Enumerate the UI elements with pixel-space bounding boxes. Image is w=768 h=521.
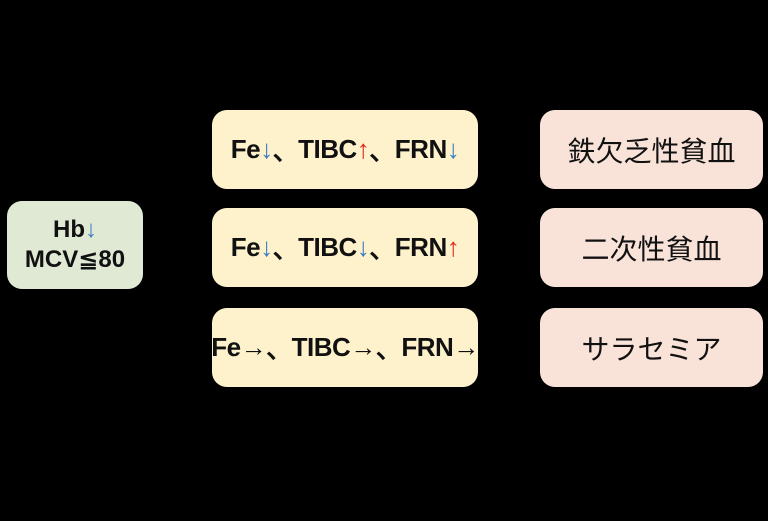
lab-node-3: Fe→、TIBC→、FRN→ <box>211 308 479 387</box>
arrow-down-icon: ↓ <box>260 134 273 164</box>
lab-label: TIBC <box>298 232 357 262</box>
lab-node-2: Fe↓、TIBC↓、FRN↑ <box>212 208 478 287</box>
arrow-down-icon: ↓ <box>85 216 97 243</box>
lab-label: TIBC <box>291 332 351 362</box>
diagnosis-label: サラセミア <box>581 333 722 365</box>
lab-label: Fe <box>211 332 241 362</box>
lab-label: FRN <box>394 232 447 262</box>
cjk-comma: 、 <box>266 334 292 364</box>
cjk-comma: 、 <box>272 136 299 166</box>
arrow-up-icon: ↑ <box>356 134 370 164</box>
cjk-comma: 、 <box>272 234 299 264</box>
cjk-comma: 、 <box>369 136 395 166</box>
start-node-line1: Hb↓ <box>53 215 97 245</box>
lab-label: FRN <box>394 134 447 164</box>
arrow-down-icon: ↓ <box>356 232 370 262</box>
lab-node-1: Fe↓、TIBC↑、FRN↓ <box>212 110 478 189</box>
diagnosis-label: 鉄欠乏性貧血 <box>567 135 736 167</box>
result-node-2: 二次性貧血 <box>540 208 763 287</box>
result-node-1: 鉄欠乏性貧血 <box>540 110 763 189</box>
hb-label: Hb <box>53 216 85 243</box>
arrow-right-icon: → <box>350 332 376 362</box>
arrow-down-icon: ↓ <box>446 134 460 164</box>
arrow-down-icon: ↓ <box>260 232 273 262</box>
lab-label: FRN <box>401 332 454 362</box>
arrow-up-icon: ↑ <box>446 232 460 262</box>
start-node: Hb↓ MCV≦80 <box>7 201 143 289</box>
cjk-comma: 、 <box>375 334 402 364</box>
arrow-right-icon: → <box>240 332 267 362</box>
start-node-line2: MCV≦80 <box>24 246 126 273</box>
result-node-3: サラセミア <box>540 308 763 387</box>
arrow-right-icon: → <box>453 332 479 362</box>
lab-label: TIBC <box>298 134 357 164</box>
diagnosis-label: 二次性貧血 <box>581 233 722 265</box>
lab-label: Fe <box>230 134 261 164</box>
lab-label: Fe <box>230 232 261 262</box>
cjk-comma: 、 <box>369 234 395 264</box>
